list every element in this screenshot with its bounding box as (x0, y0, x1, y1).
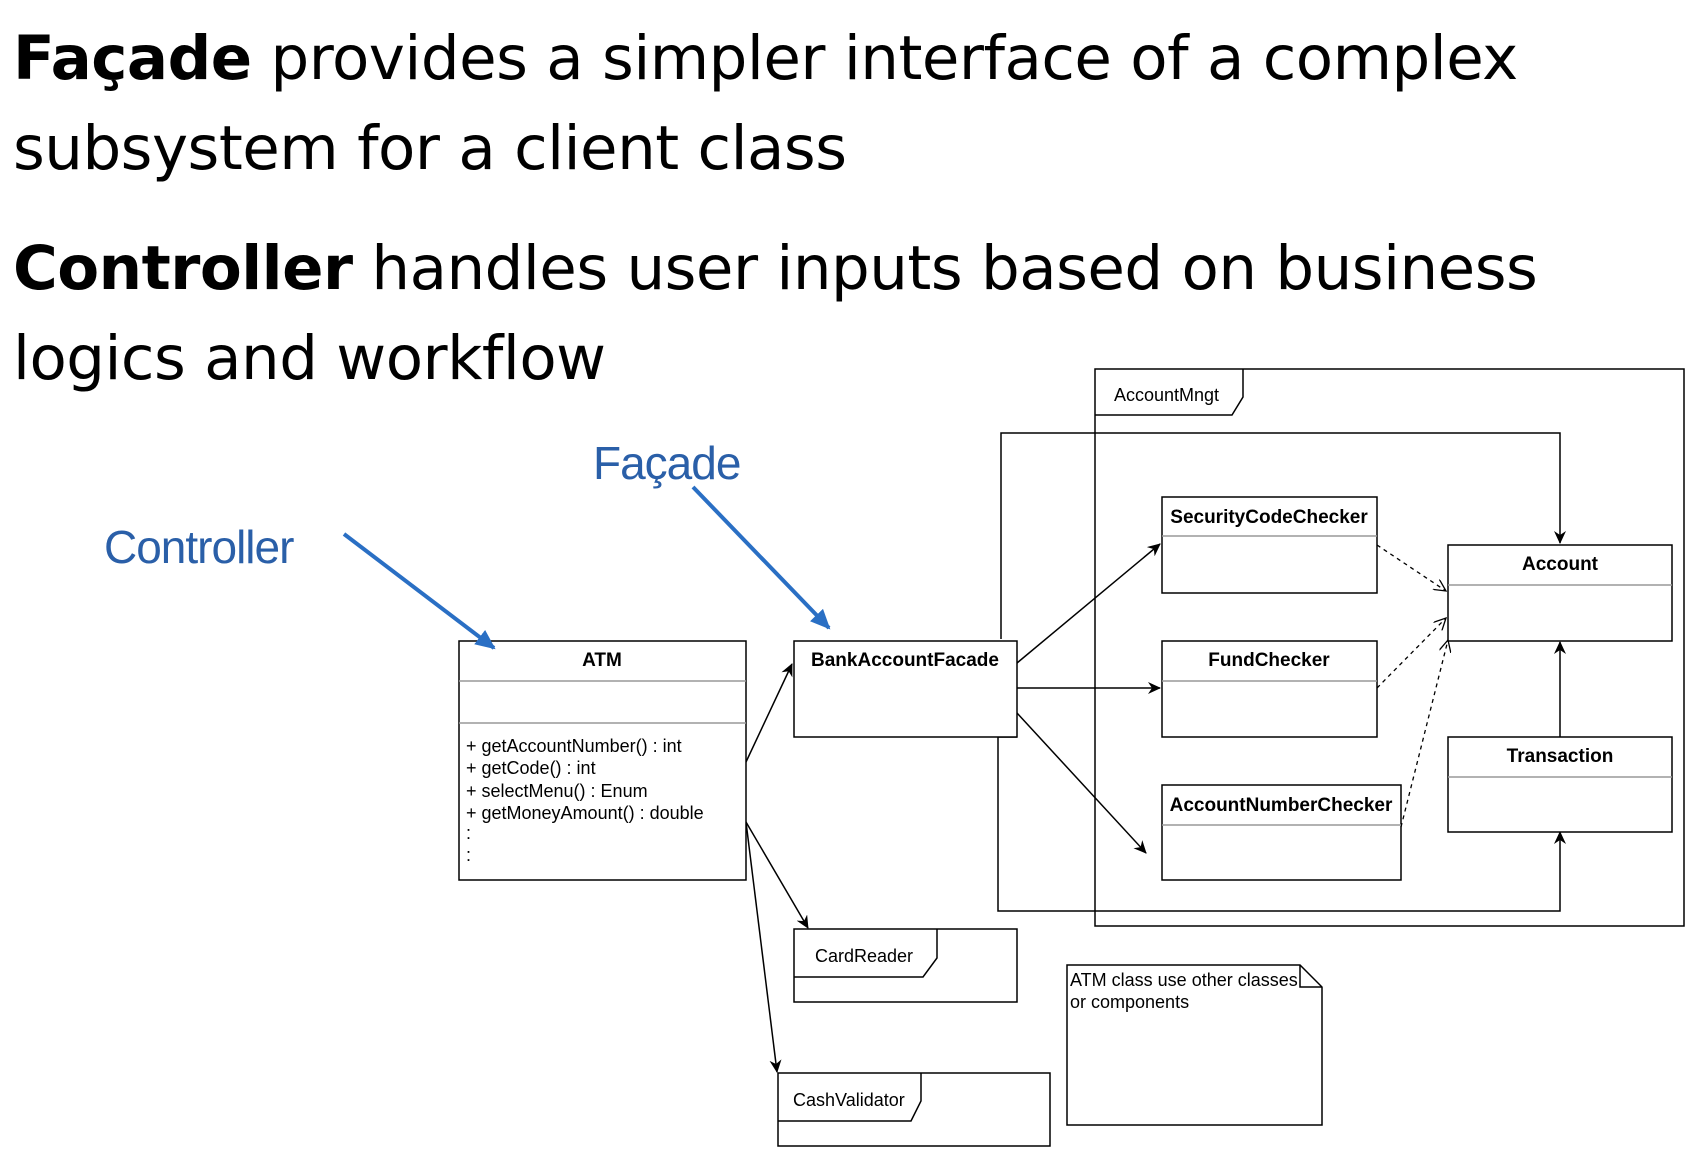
cash-validator-frame: CashValidator (777, 1072, 1051, 1147)
accountnumber-depends-account (1400, 640, 1448, 828)
card-reader-frame: CardReader (793, 928, 1018, 1003)
card-reader-label: CardReader (815, 946, 913, 966)
security-code-checker-class: SecurityCodeChecker (1161, 496, 1378, 594)
facade-callout-arrow (691, 485, 831, 630)
facade-to-accountnumber-arrow (1016, 712, 1147, 854)
atm-method: : (466, 823, 471, 843)
fund-checker-class: FundChecker (1161, 640, 1378, 738)
transaction-class: Transaction (1447, 736, 1673, 833)
account-mngt-frame: AccountMngt (1094, 368, 1685, 927)
note: ATM class use other classes or component… (1066, 964, 1323, 1126)
atm-method: : (466, 845, 471, 865)
account-number-checker-class: AccountNumberChecker (1161, 784, 1402, 881)
atm-class: ATM + getAccountNumber() : int + getCode… (458, 640, 747, 881)
controller-callout-arrow (342, 532, 496, 650)
facade-to-account-arrow (1000, 432, 1566, 639)
heading-line-2: subsystem for a client class (13, 118, 847, 179)
atm-to-cardreader-arrow (745, 821, 809, 929)
heading-text: logics and workflow (13, 323, 606, 394)
atm-method: + getCode() : int (466, 758, 596, 778)
callouts: Façade Controller (104, 437, 831, 650)
fund-class-name: FundChecker (1208, 650, 1330, 671)
heading-line-3: Controller handles user inputs based on … (13, 238, 1538, 299)
account-class: Account (1447, 544, 1673, 642)
bank-account-facade-class: BankAccountFacade (793, 640, 1018, 738)
heading-term-facade: Façade (13, 23, 252, 94)
note-text-line: or components (1070, 992, 1189, 1012)
facade-callout-label: Façade (593, 437, 740, 489)
heading-text: handles user inputs based on business (352, 233, 1538, 304)
facade-class-name: BankAccountFacade (811, 650, 999, 671)
atm-method: + getAccountNumber() : int (466, 736, 682, 756)
account-mngt-label: AccountMngt (1114, 385, 1219, 405)
account-class-name: Account (1522, 554, 1599, 575)
note-text-line: ATM class use other classes (1070, 970, 1298, 990)
heading-term-controller: Controller (13, 233, 353, 304)
atm-method: + getMoneyAmount() : double (466, 803, 704, 823)
heading-text: subsystem for a client class (13, 113, 847, 184)
atm-to-facade-arrow (745, 663, 793, 763)
heading-line-1: Façade provides a simpler interface of a… (13, 28, 1518, 89)
heading-text: provides a simpler interface of a comple… (251, 23, 1519, 94)
cash-validator-label: CashValidator (793, 1090, 905, 1110)
facade-to-security-arrow (1016, 543, 1161, 664)
transaction-class-name: Transaction (1507, 746, 1614, 767)
controller-callout-label: Controller (104, 521, 294, 573)
atm-method: + selectMenu() : Enum (466, 781, 648, 801)
accountnumber-class-name: AccountNumberChecker (1170, 795, 1393, 816)
heading-line-4: logics and workflow (13, 328, 606, 389)
security-class-name: SecurityCodeChecker (1170, 507, 1368, 528)
atm-class-name: ATM (582, 650, 622, 671)
atm-to-cashvalidator-arrow (745, 821, 782, 1073)
security-depends-account (1376, 544, 1446, 591)
fund-depends-account (1376, 618, 1446, 689)
